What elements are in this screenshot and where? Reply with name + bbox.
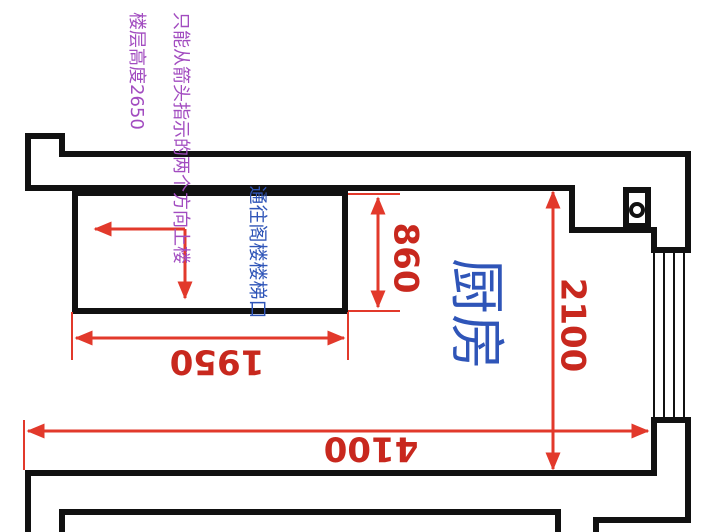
lower-wall xyxy=(25,417,691,532)
dimension-text-860: 860 xyxy=(386,223,426,294)
opening-label: 通往阁楼楼梯口 xyxy=(247,185,269,318)
upper-wall xyxy=(25,133,691,253)
inner-wall xyxy=(59,509,561,532)
dimension-text-2100: 2100 xyxy=(553,278,593,373)
dimension-text-1950: 1950 xyxy=(170,342,265,382)
door-hinge xyxy=(629,202,645,218)
floor-height-note: 楼层高度2650 xyxy=(126,12,147,130)
room-label: 厨房 xyxy=(443,258,508,370)
stair-opening xyxy=(72,190,348,314)
dimension-text-4100: 4100 xyxy=(324,429,419,469)
window xyxy=(653,250,685,420)
door-jamb xyxy=(623,187,651,229)
stair-note: 只能从箭头指示的两个方向上楼 xyxy=(170,12,191,264)
